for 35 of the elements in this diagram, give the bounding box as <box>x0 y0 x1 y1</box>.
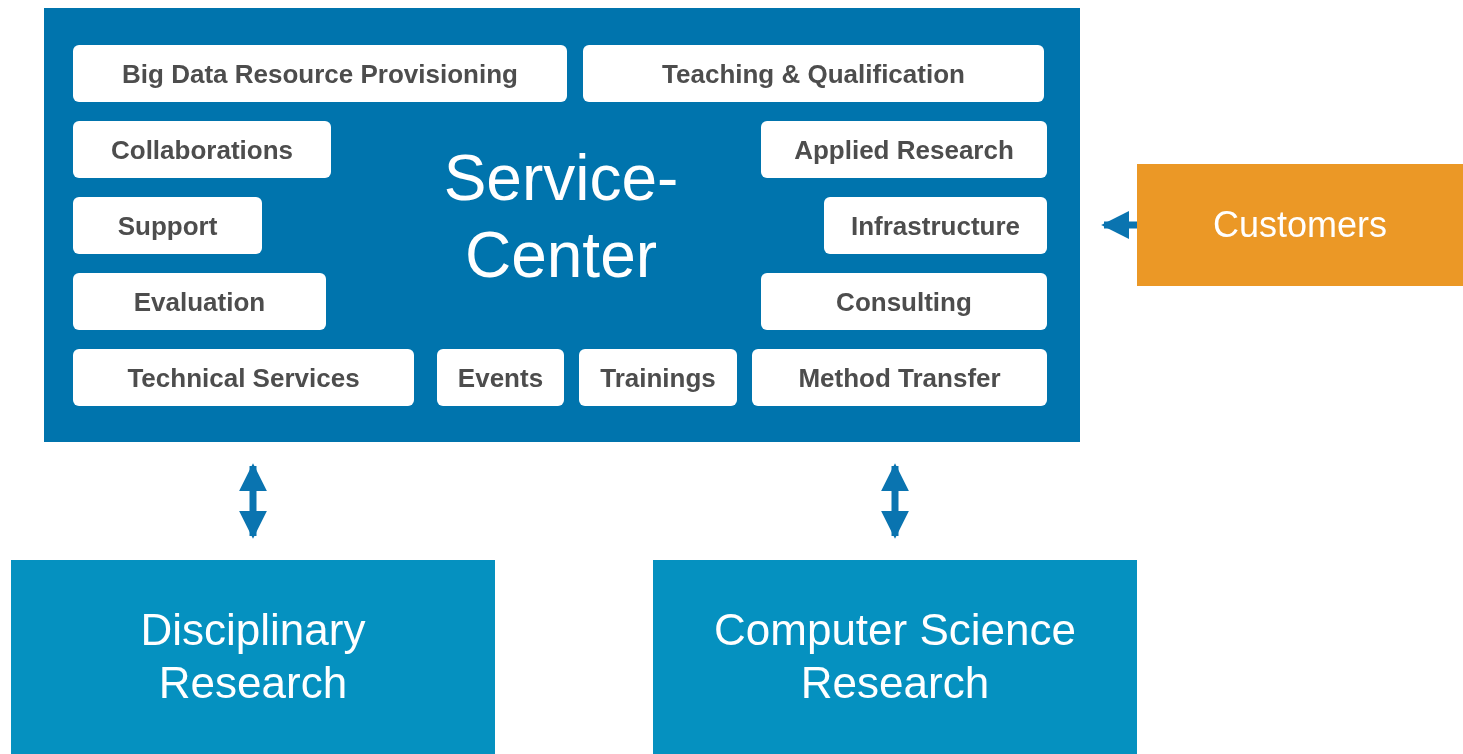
arrow <box>1101 211 1137 239</box>
box-label: Trainings <box>600 364 716 391</box>
box-label: Support <box>117 212 218 239</box>
service-box <box>73 349 414 406</box>
center-title: Service-Center <box>442 141 680 293</box>
box-label: Collaborations <box>111 136 293 163</box>
box-label: Method Transfer <box>798 364 1001 391</box>
service-box <box>583 45 1044 102</box>
box-label: Technical Services <box>127 364 360 391</box>
box-label: Infrastructure <box>850 212 1020 239</box>
box-label: Customers <box>1212 203 1387 247</box>
box-label: Events <box>457 364 544 391</box>
box-label: Disciplinary Research <box>139 604 367 709</box>
arrow <box>881 463 909 539</box>
customers-box <box>1137 164 1463 286</box>
box-label: Applied Research <box>794 136 1014 163</box>
service-box <box>73 121 331 178</box>
service-box <box>437 349 564 406</box>
research-box <box>11 560 495 754</box>
research-box <box>653 560 1137 754</box>
service-box <box>73 197 262 254</box>
service-box <box>752 349 1047 406</box>
box-label: Evaluation <box>133 288 266 315</box>
arrow <box>239 463 267 539</box>
service-box <box>579 349 737 406</box>
service-box <box>824 197 1047 254</box>
service-box <box>761 121 1047 178</box>
box-label: Consulting <box>836 288 972 315</box>
service-box <box>761 273 1047 330</box>
service-box <box>73 45 567 102</box>
box-label: Teaching & Qualification <box>662 60 965 87</box>
service-center-panel <box>44 8 1080 442</box>
box-label: Big Data Resource Provisioning <box>122 60 518 87</box>
box-label: Computer Science Research <box>713 604 1077 709</box>
service-box <box>73 273 326 330</box>
